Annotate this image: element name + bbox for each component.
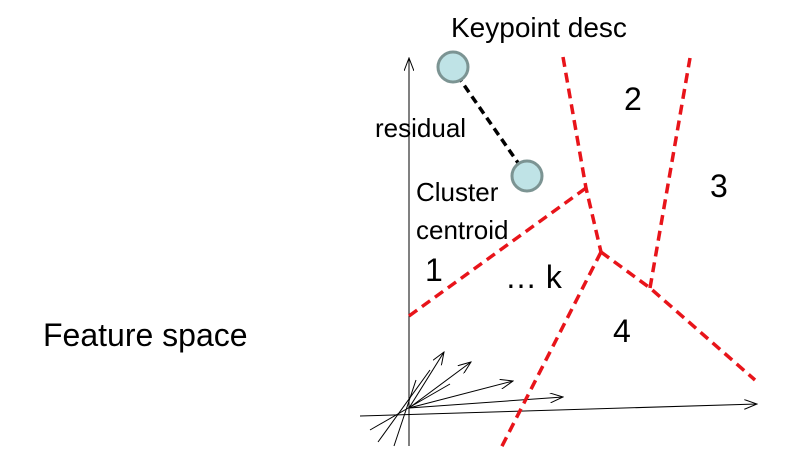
region-label-1: 1 [425, 252, 443, 288]
vector-arrow [408, 352, 444, 409]
vector-line [393, 379, 417, 447]
feature-space-label: Feature space [43, 317, 248, 353]
cluster-centroid-label-line2: centroid [416, 215, 509, 245]
cluster-centroid-node [510, 159, 544, 193]
boundary-line [498, 251, 603, 451]
region-label-3: 3 [710, 168, 728, 204]
vector-line [369, 383, 451, 431]
vector-arrow [408, 397, 563, 409]
residual-line [455, 74, 525, 171]
keypoint-desc-label: Keypoint desc [451, 12, 627, 43]
boundary-line [599, 250, 757, 382]
boundary-line [648, 57, 692, 289]
residual-label: residual [375, 113, 466, 143]
axes [359, 58, 757, 446]
cluster-centroid-label-line1: Cluster [416, 177, 499, 207]
descriptor-vectors [369, 352, 563, 447]
vector-arrow [408, 362, 471, 409]
x-axis [359, 404, 757, 417]
vector-arrow [408, 381, 513, 409]
boundary-line [561, 56, 603, 253]
region-label-2: 2 [624, 81, 642, 117]
boundary-line [407, 186, 588, 318]
region-label-k: … k [505, 259, 563, 295]
region-label-4: 4 [613, 313, 631, 349]
cluster-boundaries [407, 56, 757, 451]
vector-line [377, 369, 431, 443]
keypoint-descriptor-node [436, 50, 470, 84]
